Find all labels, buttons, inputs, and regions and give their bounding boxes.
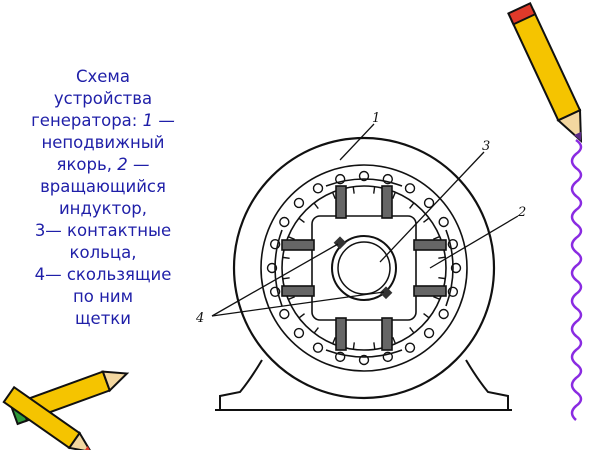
caption-line: щетки [75,309,131,328]
brushes [333,236,393,300]
label-2: 2 [517,205,526,220]
stator-tooth [409,202,415,209]
caption-line: кольца, [69,243,137,262]
leader-lines [211,123,519,317]
pencil-top-right-icon [507,1,583,143]
stator-tooth [438,256,446,259]
caption-line: якорь, 2 — [18,154,188,176]
stator-slot [293,327,305,339]
caption-text: генератора: [31,111,143,130]
slip-rings [331,235,397,301]
label-1: 1 [372,111,380,126]
stator-slot [312,342,324,353]
stator-tooth [409,327,415,334]
slide-caption: Схема устройства генератора: 1 — неподви… [18,66,188,330]
caption-line: вращающийся [40,177,166,196]
stator-slot [423,197,435,209]
stator-tooth [392,336,397,344]
generator-base [215,359,512,411]
stator-tooth [282,277,290,280]
label-4: 4 [195,311,204,326]
stator-tooth [288,296,296,301]
stator-tooth [332,337,337,345]
stator-slot [423,327,435,339]
stator-tooth [282,256,290,259]
stator-tooth [352,186,355,194]
stator-tooth [352,342,355,350]
stator-tooth [298,313,305,319]
caption-line: по ним [72,287,134,306]
stator-tooth [373,186,376,194]
caption-line: неподвижный [41,133,165,152]
stator-slot [438,216,449,228]
caption-text: якорь, [56,155,118,174]
stator-slot [279,216,290,228]
stator-tooth [432,235,440,240]
caption-number: 2 — [117,155,150,174]
caption-line: индуктор, [58,199,148,218]
stator-slots [266,170,462,366]
stator-tooth [313,202,319,209]
stator-tooth [433,295,441,300]
label-3: 3 [482,139,490,154]
pencil-bottom-left-icon [2,370,130,450]
stator-slot [293,197,305,209]
stator-tooth [391,191,396,199]
stator-armature [260,164,468,372]
stator-slot [404,342,416,353]
caption-line: 3— контактные [34,221,172,240]
decorative-wavy-line [570,138,583,421]
stator-tooth [438,277,446,280]
caption-line: устройства [53,89,153,108]
stator-tooth [298,217,305,223]
caption-number: 1 — [142,111,175,130]
stator-slot [404,183,416,194]
stator-tooth [331,192,336,200]
caption-line: генератора: 1 — [18,110,188,132]
stator-slot [312,183,324,194]
stator-tooth [373,342,376,350]
stator-tooth [287,236,295,241]
caption-line: 4— скользящие [34,265,172,284]
caption-line: Схема [76,67,130,86]
stator-tooth [313,327,319,334]
stator-tooth [423,313,430,319]
stator-slot [438,308,449,320]
stator-tooth [423,217,430,223]
stator-slot [279,308,290,320]
